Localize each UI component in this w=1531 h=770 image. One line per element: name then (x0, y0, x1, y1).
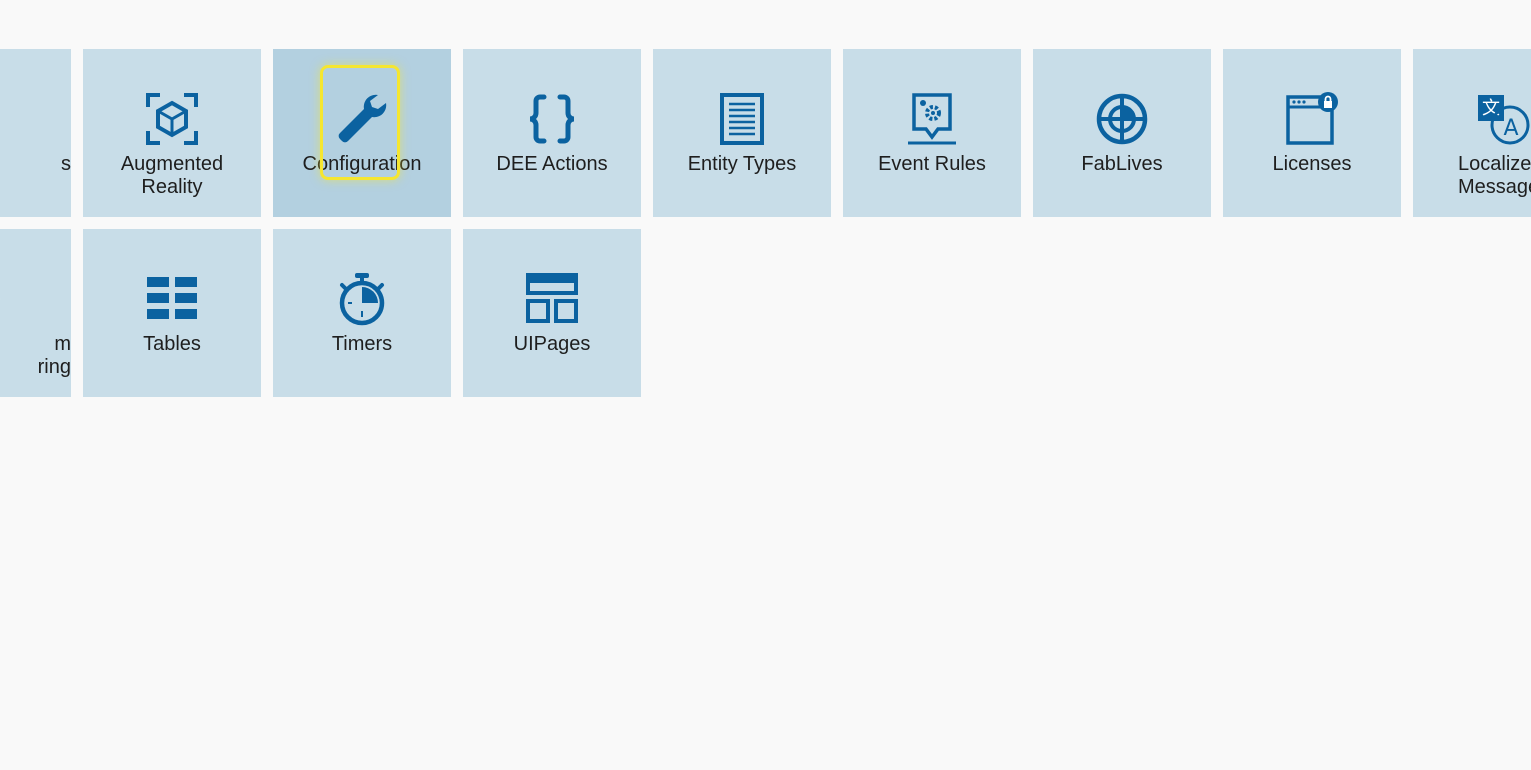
tile-label: s (61, 153, 71, 175)
tile-localize-message[interactable]: 文 A Localize Message (1413, 49, 1531, 217)
stopwatch-icon (334, 271, 390, 327)
tile-label: Entity Types (687, 153, 797, 175)
document-lines-icon (714, 91, 770, 147)
tile-label: Localize Message (1458, 153, 1531, 198)
window-lock-icon (1284, 91, 1340, 147)
tile-label: Configuration (302, 153, 422, 175)
tile-label: Timers (331, 333, 393, 355)
svg-text:A: A (1503, 116, 1518, 141)
tile-label: m ring (37, 333, 71, 378)
tile-augmented-reality[interactable]: Augmented Reality (83, 49, 261, 217)
tile-label: Augmented Reality (120, 153, 224, 198)
event-gear-icon (904, 91, 960, 147)
tile-label: UIPages (513, 333, 591, 355)
tile-event-rules[interactable]: Event Rules (843, 49, 1021, 217)
augmented-reality-cube-icon (144, 91, 200, 147)
partial-icon (0, 91, 10, 147)
tile-label: DEE Actions (496, 153, 608, 175)
tile-label: Event Rules (878, 153, 986, 175)
table-grid-icon (144, 271, 200, 327)
tile-uipages[interactable]: UIPages (463, 229, 641, 397)
tile-configuration[interactable]: Configuration (273, 49, 451, 217)
tile-partial-left-2[interactable]: m ring (0, 229, 71, 397)
translate-icon: 文 A (1474, 91, 1530, 147)
tile-label: Tables (143, 333, 201, 355)
wrench-icon (334, 91, 390, 147)
tile-dee-actions[interactable]: DEE Actions (463, 49, 641, 217)
tile-label: Licenses (1272, 153, 1352, 175)
partial-icon (0, 271, 10, 327)
tile-licenses[interactable]: Licenses (1223, 49, 1401, 217)
tile-fablives[interactable]: FabLives (1033, 49, 1211, 217)
tile-tables[interactable]: Tables (83, 229, 261, 397)
target-globe-icon (1094, 91, 1150, 147)
tile-timers[interactable]: Timers (273, 229, 451, 397)
svg-text:文: 文 (1482, 98, 1500, 119)
curly-braces-icon (524, 91, 580, 147)
tile-label: FabLives (1081, 153, 1163, 175)
tile-entity-types[interactable]: Entity Types (653, 49, 831, 217)
tile-partial-left-1[interactable]: s (0, 49, 71, 217)
page-layout-icon (524, 271, 580, 327)
